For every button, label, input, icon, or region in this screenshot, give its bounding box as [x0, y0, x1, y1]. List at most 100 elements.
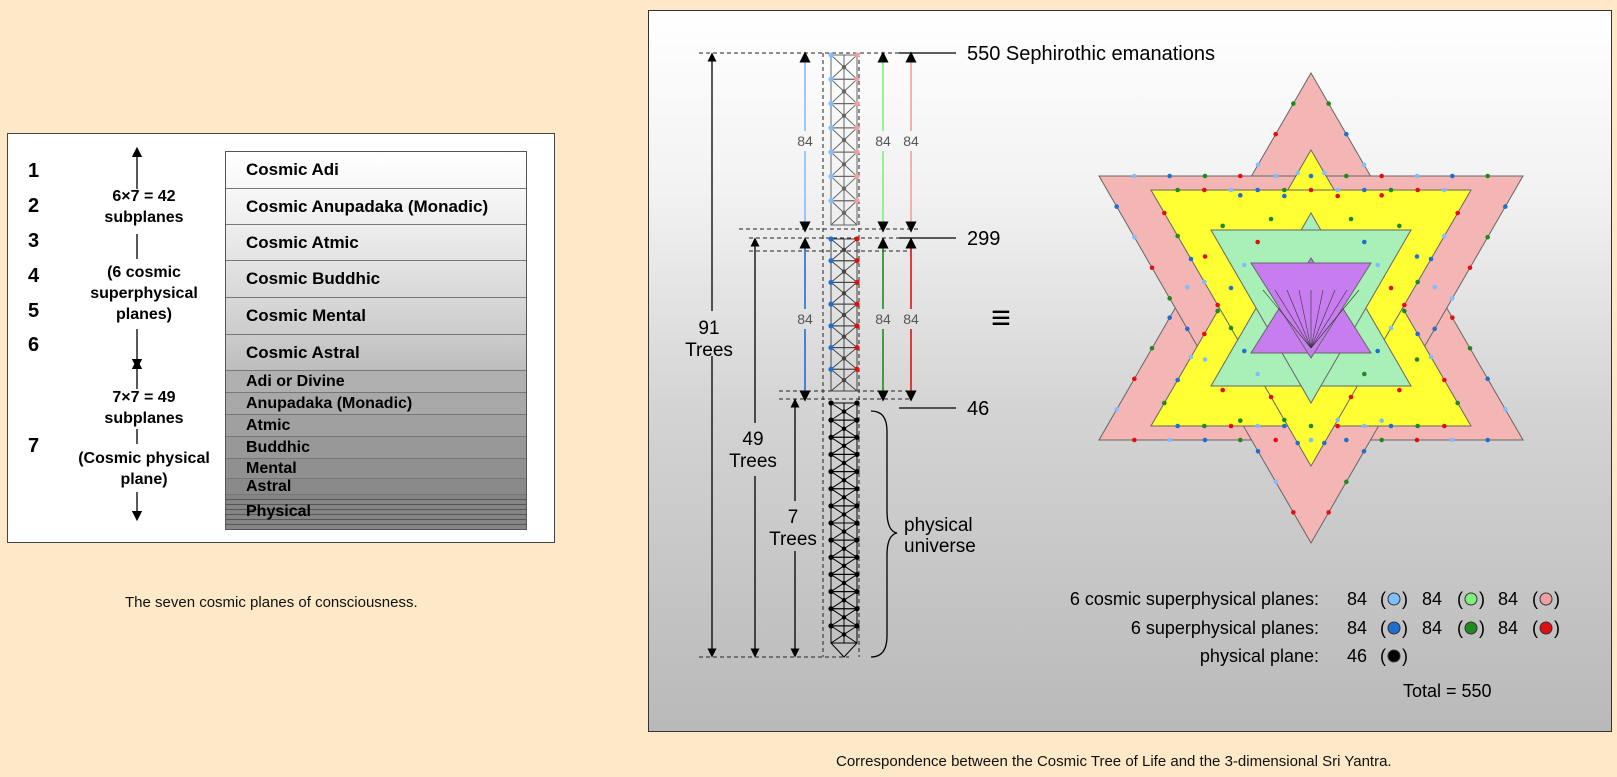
tree-node	[841, 529, 847, 534]
yantra-mesh-line	[1310, 289, 1324, 349]
plane-cosmic-atmic: Cosmic Atmic	[226, 225, 526, 261]
yantra-dot	[1348, 394, 1354, 400]
yantra-dot	[1467, 265, 1473, 271]
yantra-dot	[1308, 423, 1314, 429]
tree-node	[828, 366, 834, 372]
tree-node	[854, 520, 860, 526]
tree-node	[841, 377, 847, 383]
yantra-dot	[1414, 254, 1420, 259]
yantra-dot	[1442, 377, 1447, 383]
yantra-dot	[1167, 437, 1172, 443]
tree-node	[854, 125, 860, 131]
yantra-dot	[1344, 479, 1349, 485]
tree-node	[854, 198, 860, 204]
tree-node	[854, 400, 860, 406]
subplane-astral: Astral	[226, 478, 526, 495]
yantra-dot	[1335, 193, 1340, 199]
legend-dot	[1464, 621, 1478, 635]
legend-super-b: 84	[1422, 618, 1442, 638]
yantra-dot	[1335, 423, 1340, 429]
yantra-dot	[1282, 417, 1287, 423]
yantra-dot	[1202, 357, 1208, 362]
count-84-lightred: 84	[903, 133, 919, 149]
legend-dot	[1387, 592, 1401, 606]
yantra-dot	[1415, 187, 1420, 193]
yantra-dot	[1442, 233, 1447, 239]
yantra-dot	[1238, 173, 1243, 179]
yantra-dot	[1114, 407, 1119, 412]
subplane-atmic: Atmic	[226, 415, 526, 437]
tree-node	[828, 258, 834, 264]
tree-node	[828, 125, 834, 131]
tree-node	[841, 546, 847, 551]
yantra-dot	[1442, 187, 1447, 193]
tree-node	[841, 426, 847, 431]
tree-node	[854, 236, 860, 242]
cosmic-planes-panel: 1 2 3 4 5 6 7 6×7 = 42 subplanes (6 cosm…	[7, 133, 555, 543]
tree-node	[841, 64, 847, 70]
legend-dot	[1539, 592, 1553, 606]
trees-49-label: Trees	[729, 451, 777, 472]
tree-node	[828, 588, 834, 595]
yantra-dot	[1362, 187, 1367, 193]
tree-node	[828, 279, 834, 286]
legend: 6 cosmic superphysical planes: 6 superph…	[1070, 589, 1518, 666]
legend-paren-close: )	[1402, 589, 1408, 609]
tree-node	[841, 186, 847, 191]
yantra-dot	[1388, 325, 1394, 331]
yantra-dot	[1362, 239, 1367, 245]
yantra-dot	[1202, 187, 1207, 193]
yantra-dot	[1388, 187, 1394, 193]
plane-number-7: 7	[28, 435, 40, 457]
physical-universe-1: physical	[904, 515, 973, 536]
tree-node	[828, 198, 834, 204]
plane-cosmic-adi: Cosmic Adi	[226, 152, 526, 189]
tree-node	[828, 503, 834, 509]
trees-49-number: 49	[742, 429, 763, 450]
yantra-dot	[1450, 173, 1455, 179]
yantra-dot	[1326, 101, 1331, 106]
legend-paren-close: )	[1479, 589, 1485, 609]
tree-node	[828, 149, 834, 155]
brace-arrows	[131, 146, 143, 522]
yantra-dot	[1188, 256, 1194, 262]
yantra-dot	[1375, 348, 1380, 354]
total-label: Total = 550	[1403, 681, 1492, 701]
tree-node	[828, 623, 834, 629]
yantra-dot	[1228, 325, 1234, 331]
tree-node	[841, 409, 847, 414]
yantra-mesh-line	[1298, 289, 1312, 349]
yantra-dot	[1220, 223, 1225, 229]
yantra-dot	[1450, 296, 1455, 301]
tree-node	[828, 486, 834, 492]
equivalence-sign: ≡	[991, 299, 1011, 337]
tree-node	[841, 460, 847, 466]
yantra-dot	[1185, 326, 1190, 332]
label-46: 46	[967, 398, 989, 420]
yantra-dot	[1379, 173, 1384, 179]
yantra-dot	[1397, 223, 1402, 229]
yantra-dot	[1362, 423, 1367, 429]
yantra-dot	[1228, 285, 1234, 291]
tree-node	[841, 247, 847, 253]
tree-node	[828, 100, 834, 107]
yantra-dot	[1255, 371, 1260, 377]
yantra-dot	[1379, 193, 1384, 198]
count-84-lightgreen: 84	[875, 133, 891, 149]
legend-dot	[1387, 649, 1401, 663]
tree-node	[828, 344, 834, 351]
yantra-mesh-line	[1262, 289, 1312, 349]
yantra-dot	[1242, 262, 1247, 268]
yantra-dot	[1485, 234, 1490, 240]
yantra-dot	[1149, 345, 1155, 351]
yantra-dot	[1361, 448, 1367, 454]
legend-paren-close: )	[1479, 618, 1485, 638]
tree-node	[828, 468, 834, 475]
yantra-dot	[1255, 187, 1260, 193]
tree-node	[854, 417, 860, 423]
yantra-dot	[1228, 187, 1234, 193]
tree-node	[854, 301, 860, 307]
tree-node	[854, 149, 860, 155]
yantra-dot	[1238, 437, 1243, 443]
yantra-dot	[1348, 216, 1354, 222]
